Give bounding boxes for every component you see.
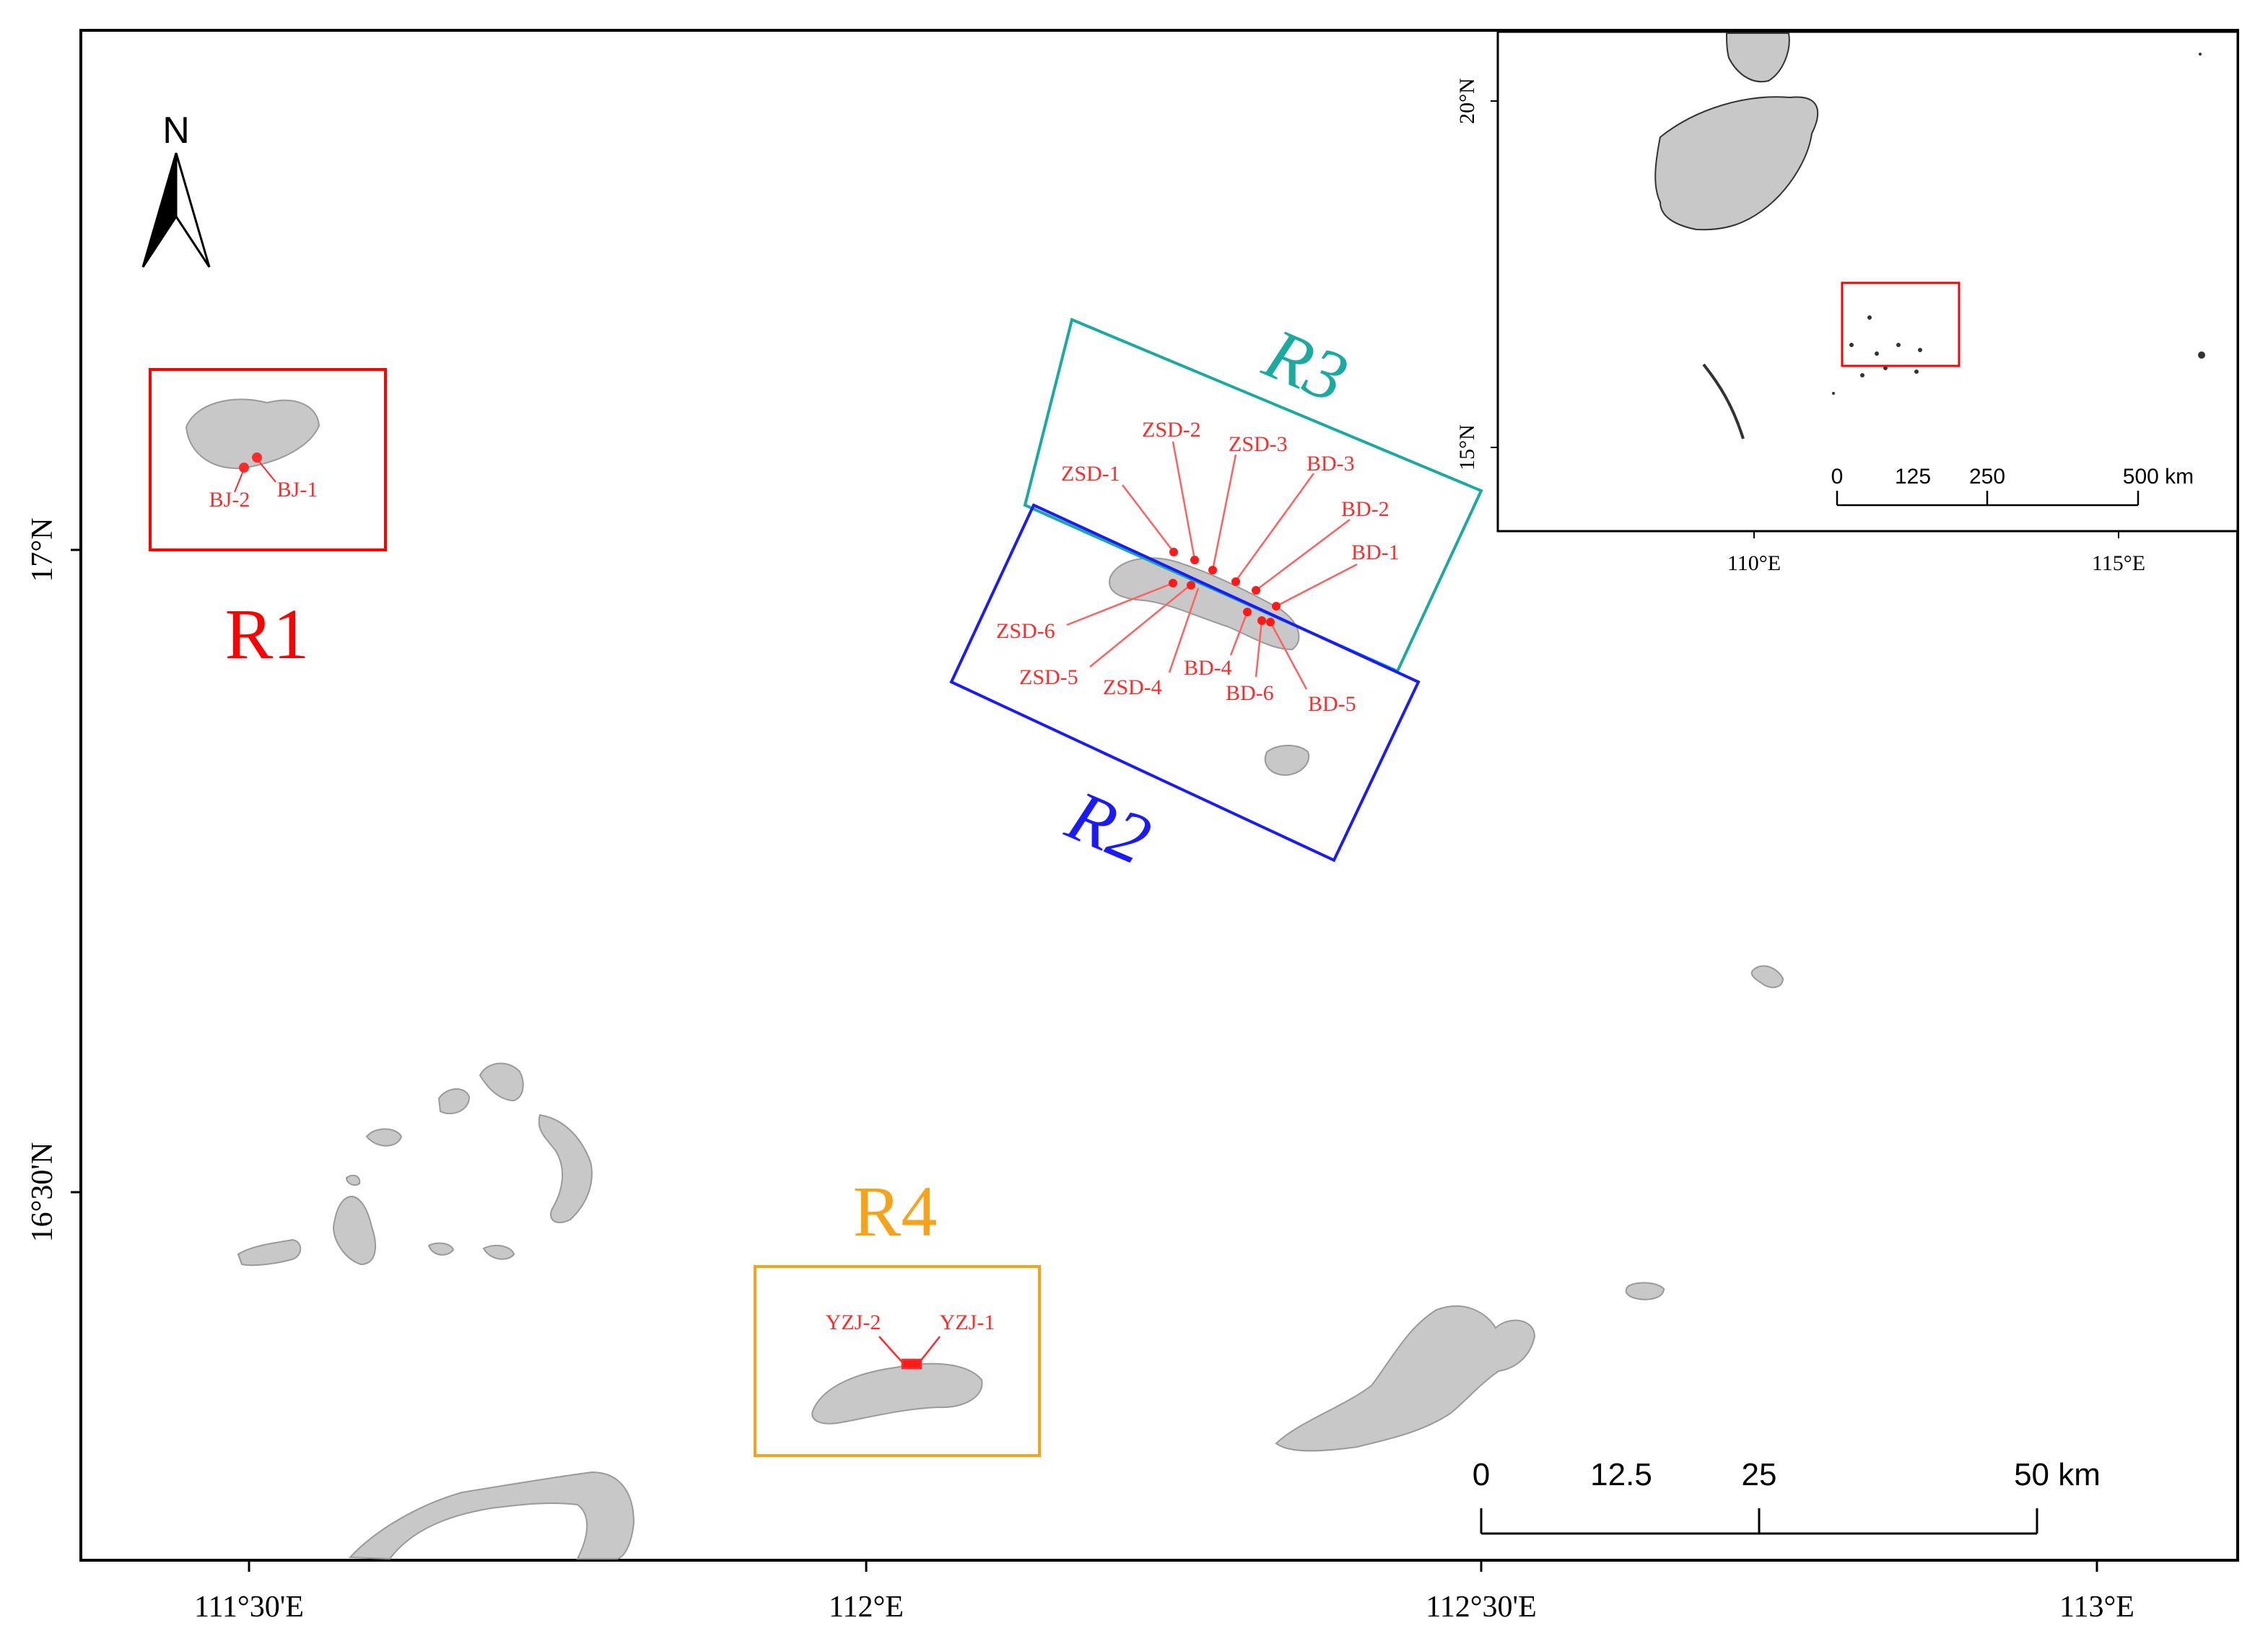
site-label: BD-2 (1341, 497, 1390, 521)
north-arrow-label: N (162, 110, 190, 152)
inset-map: 20°N 15°N 110°E 115°E 0 125 250 500 km (1455, 30, 2239, 575)
site-marker (1252, 586, 1260, 595)
inset-frame (1496, 30, 2239, 533)
inset-x-tick-label: 115°E (2092, 551, 2145, 575)
sample-sites-r4 (878, 1336, 941, 1370)
scale-label: 50 km (2014, 1457, 2101, 1492)
island-east-small (1750, 965, 1784, 989)
site-label: BD-6 (1226, 681, 1274, 705)
atoll-south-b (482, 1244, 515, 1260)
inset-scale-label: 125 (1895, 465, 1931, 489)
region-box-r2 (949, 503, 1421, 862)
site-marker (1169, 548, 1178, 556)
atoll-nw (437, 1088, 471, 1115)
atoll-west-a (365, 1128, 403, 1147)
scale-bar (1480, 1508, 2038, 1535)
inset-scale-bar (1836, 491, 2140, 507)
site-marker (1190, 556, 1199, 564)
land-masses (185, 398, 1784, 1560)
scale-label: 25 (1742, 1457, 1777, 1492)
site-labels-r2-r3: ZSD-2 ZSD-3 BD-3 ZSD-1 BD-2 BD-1 ZSD-6 B… (996, 418, 1400, 716)
island-southeast-large (1275, 1305, 1536, 1452)
site-label: YZJ-1 (940, 1311, 995, 1334)
region-label-r1: R1 (225, 594, 310, 674)
x-axis (248, 1560, 2098, 1572)
scale-label: 12.5 (1590, 1457, 1652, 1492)
x-tick-label: 113°E (2059, 1591, 2134, 1624)
inset-islands (1832, 53, 2205, 395)
site-label: BJ-1 (277, 478, 318, 502)
island-r1 (185, 398, 320, 469)
site-marker (1169, 579, 1177, 587)
site-label: ZSD-6 (996, 619, 1055, 643)
inset-y-tick-label: 20°N (1455, 78, 1479, 124)
site-label: BD-4 (1184, 656, 1232, 680)
site-label: ZSD-3 (1229, 432, 1288, 456)
site-label: ZSD-4 (1103, 675, 1162, 699)
inset-land (1654, 32, 1819, 231)
atoll-north (479, 1062, 524, 1102)
site-marker (239, 463, 249, 473)
site-label: ZSD-1 (1061, 462, 1120, 486)
inset-x-tick-label: 110°E (1727, 551, 1781, 575)
y-tick-label: 16°30'N (26, 1142, 59, 1243)
site-marker (1231, 577, 1240, 586)
atoll-inner (332, 1196, 376, 1266)
atoll-east-arc (538, 1114, 593, 1223)
site-markers-r2-r3 (1169, 548, 1281, 626)
site-marker (1257, 616, 1266, 625)
site-marker (1272, 602, 1281, 611)
north-arrow: N (141, 110, 211, 268)
region-label-r4: R4 (853, 1171, 938, 1251)
site-label: BD-1 (1351, 541, 1400, 564)
inset-hainan (1654, 96, 1819, 231)
site-label: YZJ-2 (826, 1311, 881, 1334)
site-marker (1187, 581, 1195, 590)
site-marker (1266, 618, 1275, 626)
sample-sites-r2-r3 (1066, 441, 1358, 690)
site-label: ZSD-5 (1019, 665, 1078, 689)
island-r4 (811, 1362, 983, 1425)
atoll-southwest (237, 1238, 302, 1267)
inset-scale-label: 250 (1969, 465, 2005, 489)
inset-study-area-highlight (1841, 281, 1960, 367)
site-label: ZSD-2 (1142, 418, 1201, 442)
region-box-r4 (754, 1265, 1041, 1457)
inset-scale-label: 500 km (2123, 465, 2194, 489)
y-axis (71, 548, 81, 1194)
site-marker (901, 1358, 923, 1370)
y-tick-label: 17°N (26, 517, 59, 582)
x-tick-label: 111°30'E (194, 1591, 304, 1624)
site-marker (252, 452, 262, 463)
island-r2r3-main (1109, 557, 1300, 651)
atoll-west-b (345, 1174, 361, 1186)
inset-y-tick-label: 15°N (1455, 424, 1479, 471)
inset-axes (1491, 100, 2119, 538)
north-arrow-right-half (175, 152, 211, 268)
island-r2-small (1264, 745, 1310, 777)
site-label: BD-5 (1308, 692, 1356, 716)
inset-leizhou (1725, 32, 1790, 83)
x-tick-label: 112°30'E (1426, 1591, 1536, 1624)
site-marker (1243, 608, 1252, 616)
scale-label: 0 (1473, 1457, 1490, 1492)
inset-scale-label: 0 (1831, 465, 1844, 489)
atoll-south-a (427, 1242, 455, 1256)
site-label: BD-3 (1307, 452, 1355, 476)
site-marker (1208, 566, 1217, 574)
region-box-r1 (149, 368, 387, 551)
island-east-tiny (1625, 1282, 1665, 1300)
x-tick-label: 112°E (829, 1591, 904, 1624)
inset-coastline-arc (1702, 363, 1745, 439)
site-label: BJ-2 (209, 488, 250, 512)
reef-south (348, 1471, 635, 1560)
sample-sites-r1 (234, 452, 276, 493)
